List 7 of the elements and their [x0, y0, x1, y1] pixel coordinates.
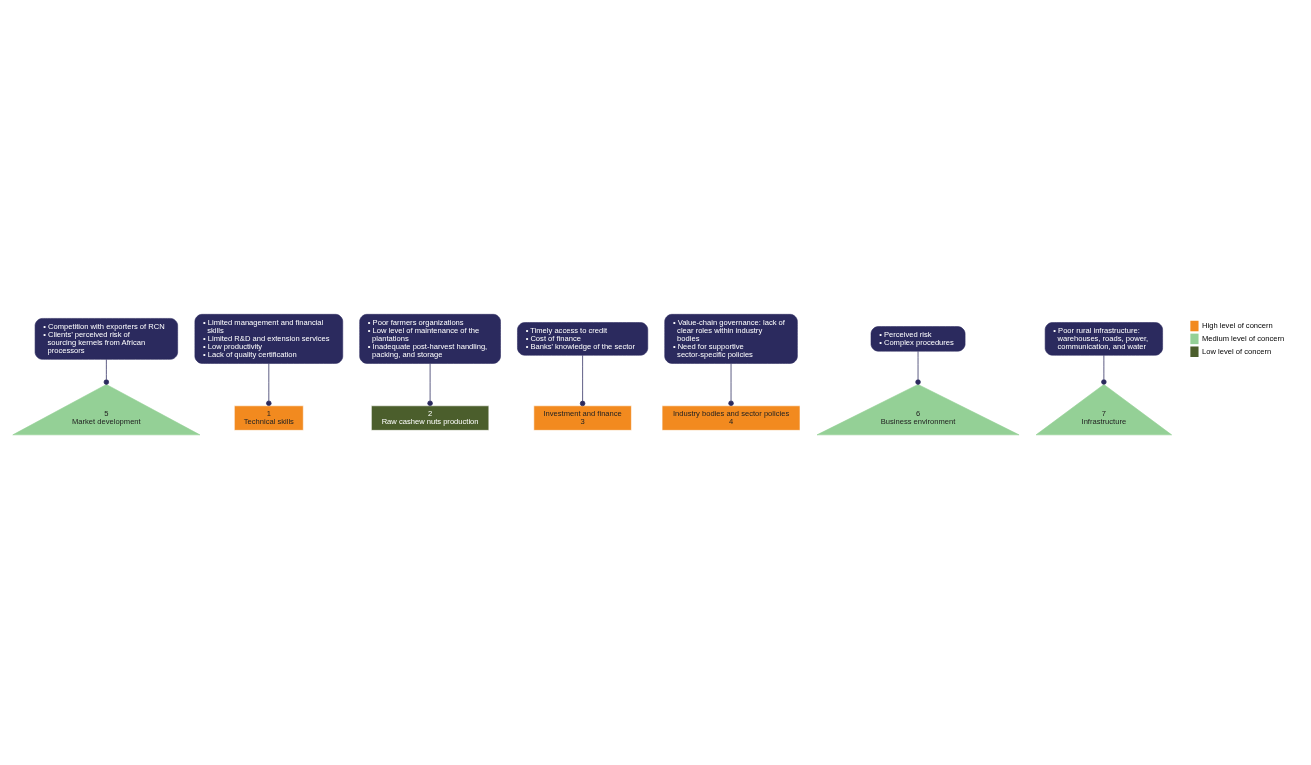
connector	[266, 362, 272, 406]
connector	[579, 354, 586, 406]
connector	[1101, 354, 1107, 385]
connector	[103, 358, 110, 385]
connector	[427, 362, 433, 406]
connector	[915, 350, 921, 385]
connector	[728, 362, 734, 406]
